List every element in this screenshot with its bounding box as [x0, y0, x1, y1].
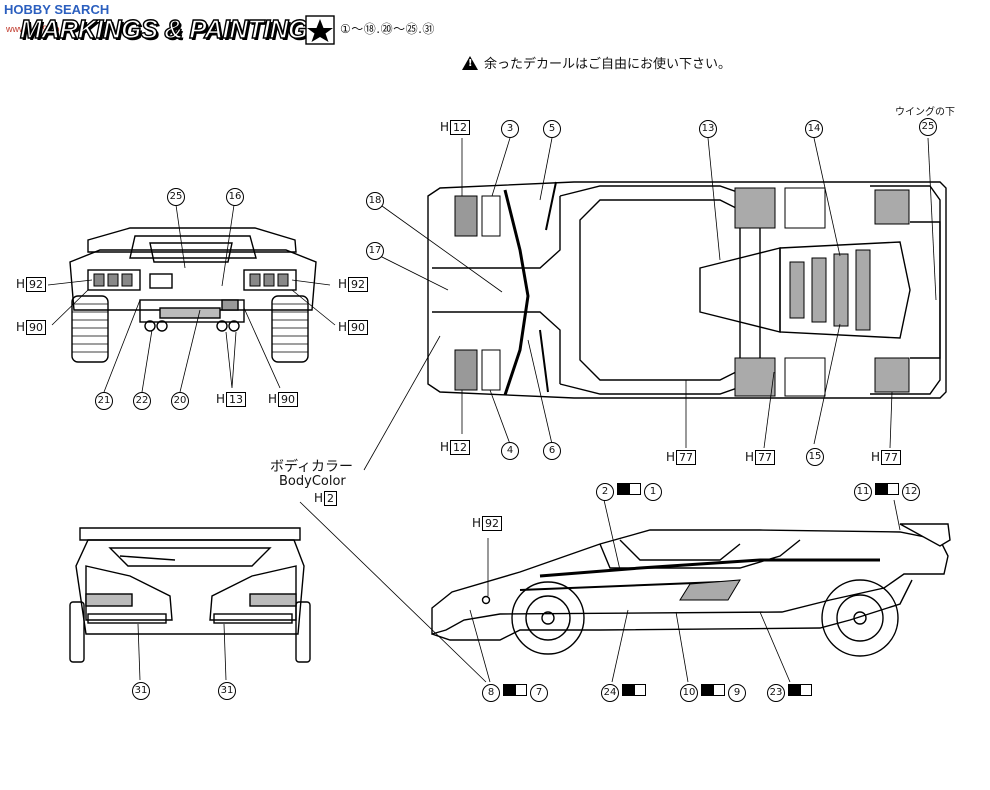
callout-front-31-right: 31 — [218, 682, 236, 700]
callout-rear-22: 22 — [133, 392, 151, 410]
under-wing-note: ウイングの下 — [895, 107, 955, 118]
warning-icon — [462, 56, 478, 70]
callout-front-31-left: 31 — [132, 682, 150, 700]
callout-top-5: 5 — [543, 120, 561, 138]
leftover-decal-note: 余ったデカールはご自由にお使い下さい。 — [462, 53, 731, 72]
callout-top-25: 25 — [919, 118, 937, 136]
callout-top-14: 14 — [805, 120, 823, 138]
page-title: MARKINGS & PAINTING — [19, 13, 308, 44]
watermark: HOBBY SEARCH — [4, 2, 110, 17]
callout-rear-21: 21 — [95, 392, 113, 410]
callout-rear-16: 16 — [226, 188, 244, 206]
decal-range: ①〜⑱.⑳〜㉕.㉛ — [340, 22, 435, 36]
note-text: 余ったデカールはご自由にお使い下さい。 — [484, 57, 732, 72]
decal-side-23: 23 — [767, 684, 812, 702]
callout-top-13: 13 — [699, 120, 717, 138]
callout-top-3: 3 — [501, 120, 519, 138]
body-color-label-en: BodyColor — [279, 474, 346, 489]
watermark-sub: www.1999.co.jp — [6, 24, 70, 34]
callout-rear-20: 20 — [171, 392, 189, 410]
callout-top-4: 4 — [501, 442, 519, 460]
callout-top-15: 15 — [806, 448, 824, 466]
callout-top-6: 6 — [543, 442, 561, 460]
callout-rear-25: 25 — [167, 188, 185, 206]
callout-top-17: 17 — [366, 242, 384, 260]
callout-top-18: 18 — [366, 192, 384, 210]
decal-side-24: 24 — [601, 684, 646, 702]
body-color-label-ja: ボディカラー — [270, 459, 354, 475]
